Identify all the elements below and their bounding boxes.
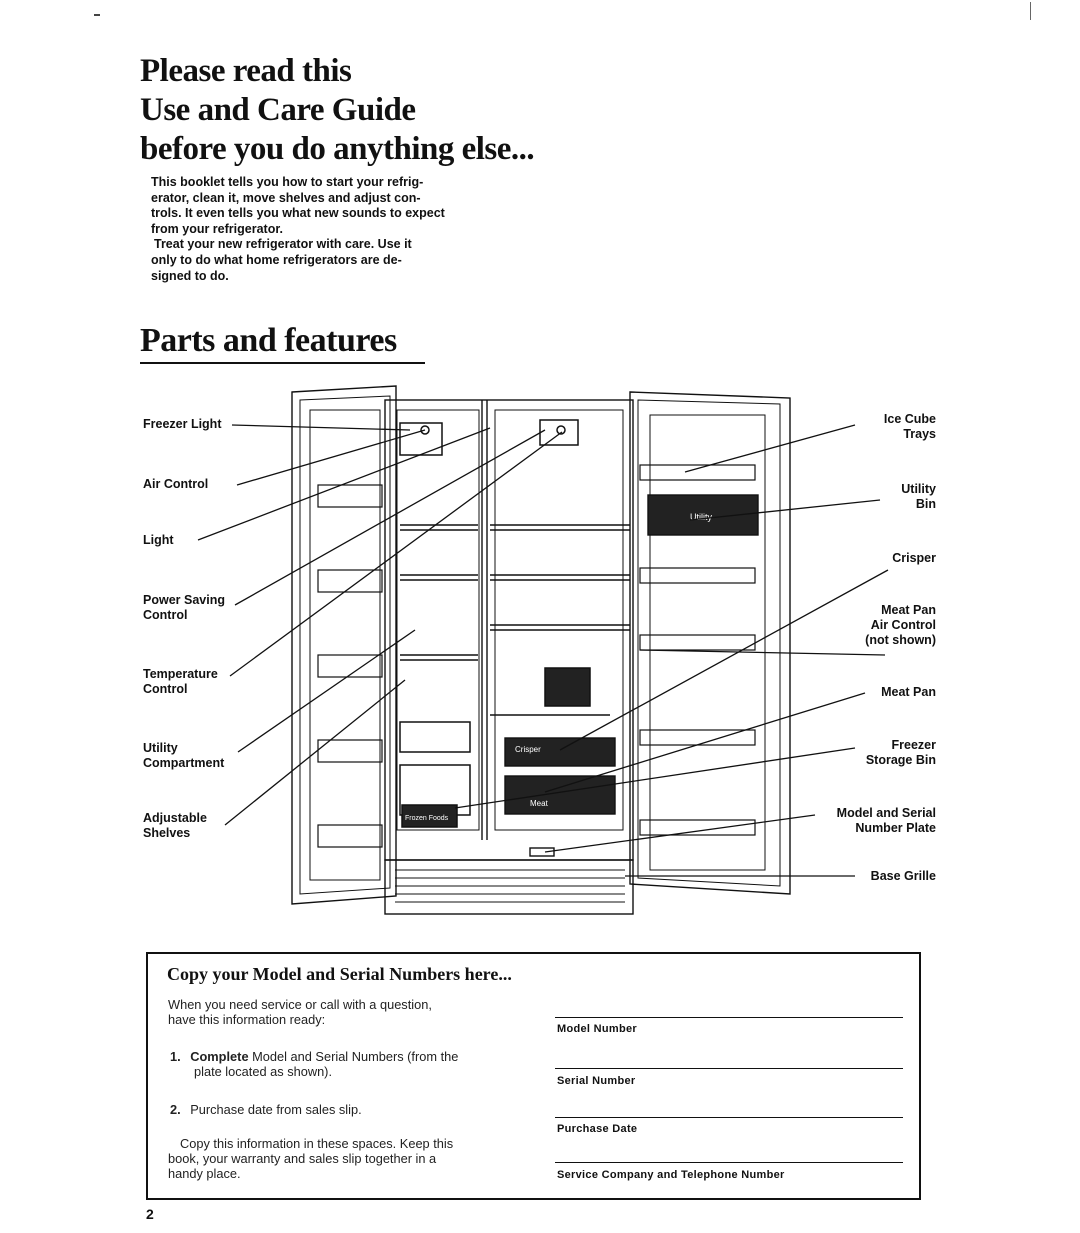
purchase-date-line[interactable] <box>555 1117 903 1118</box>
step-1-line2: plate located as shown). <box>194 1064 333 1079</box>
label-base-grille: Base Grille <box>870 869 936 883</box>
copy-intro: When you need service or call with a que… <box>168 997 432 1027</box>
refrigerator-door <box>629 391 791 895</box>
scan-mark <box>1030 2 1031 20</box>
copy-numbers-box <box>146 952 921 1200</box>
refrigerator-shelves <box>490 419 630 716</box>
intro-line: from your refrigerator. <box>151 221 283 236</box>
freezer-door-bins <box>317 484 383 848</box>
scan-mark <box>94 14 100 16</box>
crisper-drawer <box>504 737 616 767</box>
title-line: Please read this <box>140 53 352 89</box>
frozen-foods-tag: Frozen Foods <box>405 815 449 822</box>
intro-line: This booklet tells you how to start your… <box>151 175 424 189</box>
service-company-label: Service Company and Telephone Number <box>557 1169 785 1181</box>
label-light: Light <box>143 533 174 547</box>
label-air-control: Air Control <box>143 477 209 491</box>
refrigerator-illustration: Utility Frozen Foods Crisper Meat <box>197 385 889 915</box>
model-number-line[interactable] <box>555 1017 903 1018</box>
intro-line: Treat your new refrigerator with care. U… <box>154 237 412 252</box>
copy-box-title: Copy your Model and Serial Numbers here.… <box>167 964 512 984</box>
step-1: 1. Complete Model and Serial Numbers (fr… <box>170 1049 459 1064</box>
label-freezer-light: Freezer Light <box>143 417 222 431</box>
section-title-underline <box>140 362 425 364</box>
utility-bin-tag: Utility <box>690 512 712 522</box>
freezer-door <box>291 385 397 905</box>
base-grille <box>384 859 634 915</box>
purchase-date-label: Purchase Date <box>557 1123 638 1135</box>
intro-line: only to do what home refrigerators are d… <box>151 252 402 267</box>
serial-number-line[interactable] <box>555 1068 903 1069</box>
section-title: Parts and features <box>140 322 397 359</box>
freezer-shelves <box>399 422 478 828</box>
intro-line: signed to do. <box>151 268 229 283</box>
label-meat-pan: Meat Pan <box>881 685 936 699</box>
page-title: Please read this Use and Care Guide befo… <box>140 52 535 169</box>
meat-pan-drawer <box>504 775 616 815</box>
intro-line: trols. It even tells you what new sounds… <box>151 206 445 221</box>
intro-text: This booklet tells you how to start your… <box>151 175 519 284</box>
model-number-label: Model Number <box>557 1023 637 1035</box>
intro-line: erator, clean it, move shelves and adjus… <box>151 190 421 205</box>
step-2: 2. Purchase date from sales slip. <box>170 1102 362 1117</box>
utility-bin <box>647 494 759 536</box>
serial-number-label: Serial Number <box>557 1075 636 1087</box>
copy-closing: Copy this information in these spaces. K… <box>168 1136 454 1181</box>
crisper-tag: Crisper <box>515 745 541 754</box>
meat-tag: Meat <box>530 799 549 808</box>
title-line: Use and Care Guide <box>140 92 416 128</box>
label-crisper: Crisper <box>892 551 936 565</box>
leader-lines <box>197 424 889 877</box>
model-serial-plate <box>529 847 555 857</box>
page-number: 2 <box>146 1206 154 1222</box>
title-line: before you do anything else... <box>140 131 535 167</box>
service-company-line[interactable] <box>555 1162 903 1163</box>
